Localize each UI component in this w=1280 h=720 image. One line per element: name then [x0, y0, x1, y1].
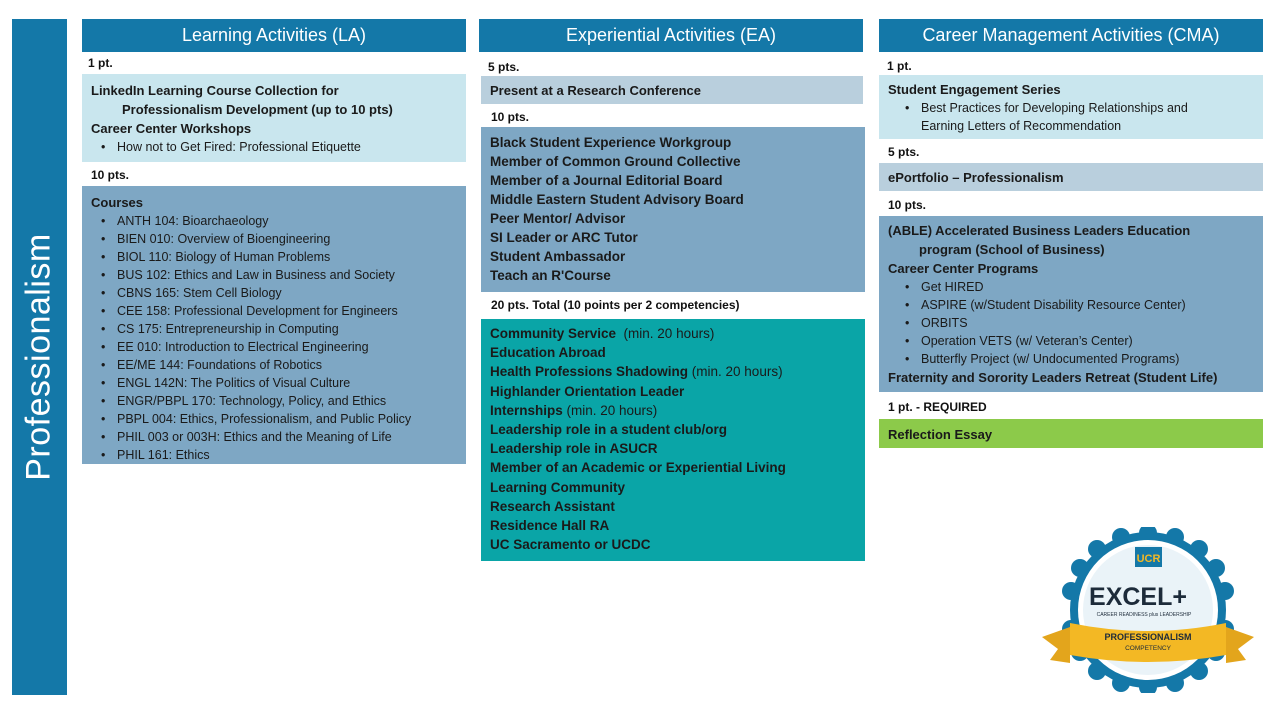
cma-tier2-points: 5 pts.	[888, 145, 920, 159]
course-item: EE 010: Introduction to Electrical Engin…	[75, 338, 457, 356]
ea-tier3-points: 20 pts. Total (10 points per 2 competenc…	[491, 298, 740, 312]
program-item: Butterfly Project (w/ Undocumented Progr…	[879, 350, 1254, 368]
excel-tagline: CAREER READINESS plus LEADERSHIP	[1097, 612, 1192, 618]
cma-tier3-points: 10 pts.	[888, 198, 927, 212]
ea-tier2-item: Black Student Experience Workgroup	[490, 135, 732, 150]
ea-tier2-item: Middle Eastern Student Advisory Board	[490, 192, 744, 207]
ea-tier3-item: Community Service (min. 20 hours)	[490, 326, 715, 341]
courses-heading: Courses	[91, 195, 144, 210]
program-item: ASPIRE (w/Student Disability Resource Ce…	[879, 296, 1254, 314]
cma-tier1-box: Student Engagement Series Best Practices…	[879, 75, 1263, 139]
cma-tier2-box: ePortfolio – Professionalism	[879, 163, 1263, 191]
ea-tier2-box: Black Student Experience Workgroup Membe…	[481, 127, 865, 292]
ribbon-banner	[1070, 623, 1226, 662]
course-item: EE/ME 144: Foundations of Robotics	[75, 356, 457, 374]
ea-tier2-item: Member of Common Ground Collective	[490, 154, 741, 169]
linkedin-learning-line1: LinkedIn Learning Course Collection for	[91, 83, 339, 98]
reflection-essay-item: Reflection Essay	[888, 427, 993, 442]
leaders-retreat-item: Fraternity and Sorority Leaders Retreat …	[888, 370, 1218, 385]
ribbon-line1: PROFESSIONALISM	[1104, 632, 1191, 642]
linkedin-learning-line2: Professionalism Development (up to 10 pt…	[122, 102, 393, 117]
ea-tier3-item: Leadership role in a student club/org	[490, 422, 728, 438]
ea-tier3-item: Internships (min. 20 hours)	[490, 402, 658, 418]
ea-tier3-item: Health Professions Shadowing (min. 20 ho…	[490, 364, 783, 380]
able-line2: program (School of Business)	[919, 242, 1105, 257]
course-item: ENGR/PBPL 170: Technology, Policy, and E…	[75, 392, 457, 410]
student-engagement-series: Student Engagement Series	[888, 82, 1061, 97]
program-item: Operation VETS (w/ Veteran’s Center)	[879, 332, 1254, 350]
course-item: CS 175: Entrepreneurship in Computing	[75, 320, 457, 338]
engagement-list: Best Practices for Developing Relationsh…	[879, 99, 1254, 135]
course-item: ANTH 104: Bioarchaeology	[75, 212, 457, 230]
cma-required-points: 1 pt. - REQUIRED	[888, 400, 987, 414]
course-item: PBPL 004: Ethics, Professionalism, and P…	[75, 410, 457, 428]
ea-tier3-item: UC Sacramento or UCDC	[490, 537, 651, 553]
course-item: BIOL 110: Biology of Human Problems	[75, 248, 457, 266]
ea-tier3-item: Residence Hall RA	[490, 518, 610, 534]
ea-tier2-item: Member of a Journal Editorial Board	[490, 173, 723, 188]
workshop-list: How not to Get Fired: Professional Etiqu…	[75, 138, 457, 156]
ea-tier2-item: Teach an R'Course	[490, 268, 611, 283]
competency-sidebar	[12, 19, 67, 695]
ea-tier3-item: Leadership role in ASUCR	[490, 441, 658, 457]
career-center-workshops: Career Center Workshops	[91, 121, 252, 136]
la-tier1-box: LinkedIn Learning Course Collection for …	[82, 74, 466, 162]
course-item: ENGL 142N: The Politics of Visual Cultur…	[75, 374, 457, 392]
research-conference-item: Present at a Research Conference	[490, 83, 701, 98]
ea-tier3-item: Research Assistant	[490, 498, 615, 514]
competency-title: Professionalism	[19, 233, 58, 481]
la-tier2-points: 10 pts.	[91, 168, 130, 182]
career-center-programs: Career Center Programs	[888, 261, 1039, 276]
ea-tier3-box: Community Service (min. 20 hours) Educat…	[481, 319, 865, 561]
eportfolio-item: ePortfolio – Professionalism	[888, 170, 1064, 185]
courses-list: ANTH 104: Bioarchaeology BIEN 010: Overv…	[75, 212, 457, 464]
course-item: PHIL 161: Ethics	[75, 446, 457, 464]
la-header: Learning Activities (LA)	[82, 19, 466, 52]
ea-tier3-item: Learning Community	[490, 479, 626, 495]
ribbon-tail-left	[1042, 627, 1070, 663]
ea-tier1-points: 5 pts.	[488, 60, 520, 74]
engagement-item: Best Practices for Developing Relationsh…	[879, 99, 1254, 135]
course-item: BUS 102: Ethics and Law in Business and …	[75, 266, 457, 284]
ea-tier3-item: Highlander Orientation Leader	[490, 383, 685, 399]
cma-tier3-box: (ABLE) Accelerated Business Leaders Educ…	[879, 216, 1263, 392]
cma-header: Career Management Activities (CMA)	[879, 19, 1263, 52]
la-tier1-points: 1 pt.	[88, 56, 113, 70]
cma-tier1-points: 1 pt.	[887, 59, 912, 73]
cma-required-box: Reflection Essay	[879, 419, 1263, 448]
ucr-logo-text: UCR	[1137, 553, 1161, 565]
la-tier2-box: Courses ANTH 104: Bioarchaeology BIEN 01…	[82, 186, 466, 464]
course-item: BIEN 010: Overview of Bioengineering	[75, 230, 457, 248]
ea-tier2-points: 10 pts.	[491, 110, 530, 124]
able-line1: (ABLE) Accelerated Business Leaders Educ…	[888, 223, 1191, 238]
ribbon-line2: COMPETENCY	[1125, 645, 1172, 652]
ea-tier3-item: Education Abroad	[490, 345, 606, 361]
ribbon-tail-right	[1226, 627, 1254, 663]
excel-plus-badge: UCR EXCEL+ CAREER READINESS plus LEADERS…	[1042, 527, 1254, 693]
program-item: ORBITS	[879, 314, 1254, 332]
ea-tier2-item: SI Leader or ARC Tutor	[490, 230, 638, 245]
ea-tier3-item: Member of an Academic or Experiential Li…	[490, 460, 786, 476]
ea-header: Experiential Activities (EA)	[479, 19, 863, 52]
program-item: Get HIRED	[879, 278, 1254, 296]
ea-tier1-box: Present at a Research Conference	[481, 76, 863, 104]
ucr-logo	[1135, 547, 1162, 567]
programs-list: Get HIRED ASPIRE (w/Student Disability R…	[879, 278, 1254, 368]
workshop-item: How not to Get Fired: Professional Etiqu…	[75, 138, 457, 156]
excel-brand: EXCEL+	[1089, 583, 1187, 611]
course-item: CEE 158: Professional Development for En…	[75, 302, 457, 320]
ea-tier2-item: Peer Mentor/ Advisor	[490, 211, 626, 226]
course-item: PHIL 003 or 003H: Ethics and the Meaning…	[75, 428, 457, 446]
course-item: CBNS 165: Stem Cell Biology	[75, 284, 457, 302]
ea-tier2-item: Student Ambassador	[490, 249, 626, 264]
